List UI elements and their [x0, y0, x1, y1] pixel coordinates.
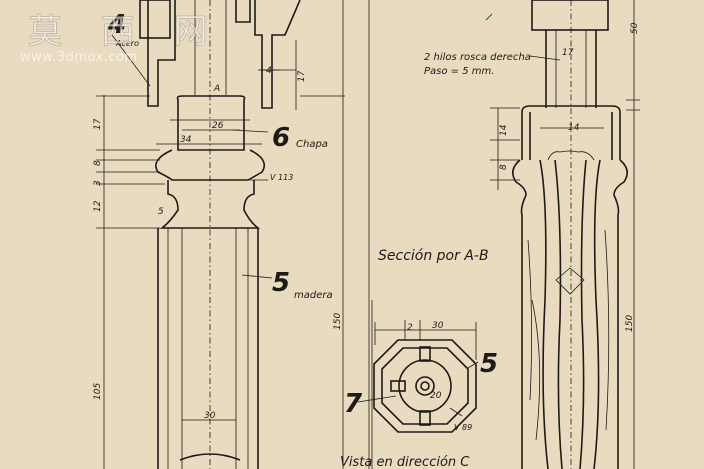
view-caption: Vista en dirección C: [340, 455, 470, 469]
dim-2: 2: [407, 323, 413, 333]
section-view-c: [357, 300, 479, 469]
labels: 4 Acero A 6 Chapa V 113 5 5 madera 2 hil…: [107, 10, 531, 469]
dim-50: 50: [630, 22, 640, 34]
part-5-number: 5: [272, 268, 290, 298]
dim-150-right: 150: [625, 315, 635, 332]
dim-14-width: 14: [568, 123, 580, 133]
dim-4: 4: [266, 66, 272, 76]
marker-v113: V 113: [270, 173, 293, 182]
marker-r5: 5: [158, 207, 164, 217]
dim-30-left: 30: [204, 411, 216, 421]
dim-8: 8: [93, 160, 103, 166]
part-4-number: 4: [107, 10, 126, 40]
watermark-logo: 莫 西 网: [28, 12, 222, 53]
dim-17: 17: [93, 118, 103, 130]
dim-30-section: 30: [432, 321, 444, 331]
thread-note-line2: Paso = 5 mm.: [424, 66, 494, 77]
part-7-number: 7: [344, 389, 363, 419]
dim-8-right: 8: [499, 164, 509, 170]
dimensions: 17 8 3 12 105 26 34 30 4 17 150 2 30 20 …: [93, 22, 640, 421]
dim-26: 26: [212, 121, 224, 131]
marker-a: A: [213, 84, 220, 94]
dim-12: 12: [93, 200, 103, 212]
thread-note-line1: 2 hilos rosca derecha: [424, 52, 531, 63]
left-elevation: [96, 0, 345, 469]
dim-3: 3: [93, 180, 103, 186]
part-5-material: madera: [294, 290, 333, 301]
part-6-number: 6: [272, 123, 290, 153]
dim-20: 20: [430, 391, 442, 401]
part-6-material: Chapa: [296, 139, 328, 150]
dim-14: 14: [499, 124, 509, 136]
dim-34: 34: [180, 135, 192, 145]
dim-150-center: 150: [333, 313, 343, 330]
right-elevation: [485, 0, 640, 469]
section-caption: Sección por A-B: [378, 248, 489, 264]
center-dimension: [342, 0, 370, 469]
part-4-material: Acero: [115, 39, 139, 48]
watermark-url: www.3dmox.com: [20, 50, 138, 65]
marker-v89: V 89: [454, 423, 472, 432]
part-5b-number: 5: [480, 349, 498, 379]
dim-17-right: 17: [562, 48, 574, 58]
dim-105: 105: [93, 383, 103, 400]
dim-17-fitting: 17: [297, 70, 307, 82]
